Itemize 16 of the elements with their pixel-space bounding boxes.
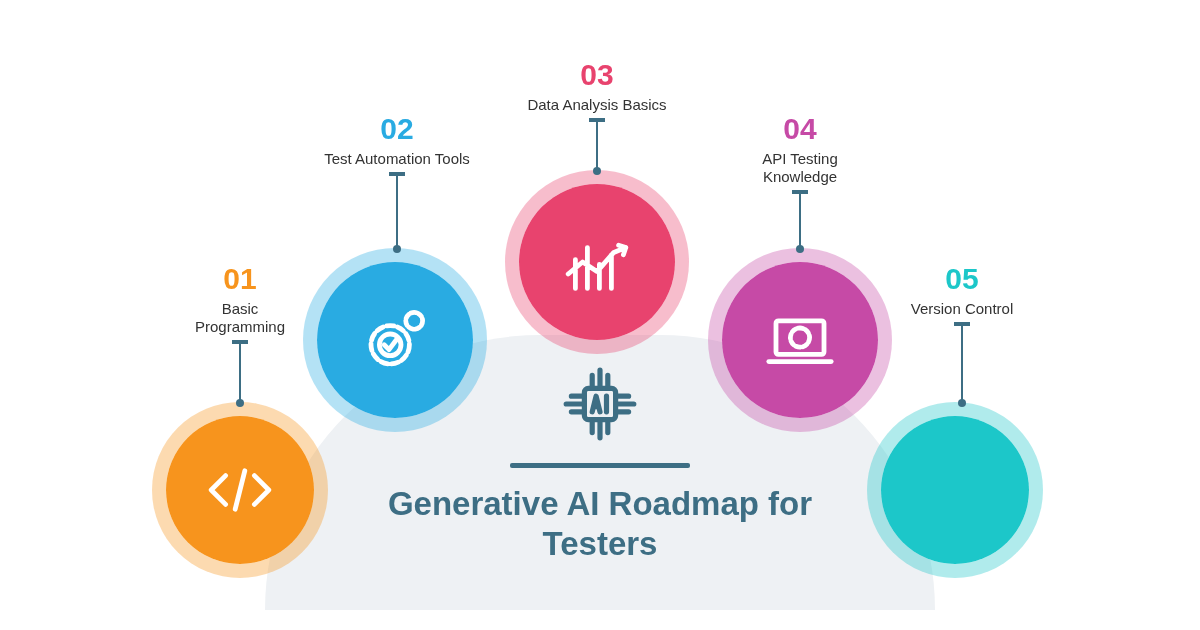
leader-line	[387, 172, 407, 253]
leader-line	[230, 340, 250, 407]
step-label: Data Analysis Basics	[527, 96, 667, 114]
leader-line	[790, 190, 810, 253]
step-label: Test Automation Tools	[324, 150, 470, 168]
leader-line	[952, 322, 972, 407]
step-label: Version Control	[910, 300, 1014, 318]
step-number: 05	[945, 262, 979, 296]
step-number: 02	[380, 112, 414, 146]
step-label: API Testing Knowledge	[761, 150, 839, 186]
step-number: 01	[223, 262, 257, 296]
step-number: 03	[580, 58, 614, 92]
title-text: Generative AI Roadmap for Testers	[386, 484, 814, 564]
step-number: 04	[783, 112, 817, 146]
leader-line	[587, 118, 607, 175]
step-label: Basic Programming	[194, 300, 286, 336]
